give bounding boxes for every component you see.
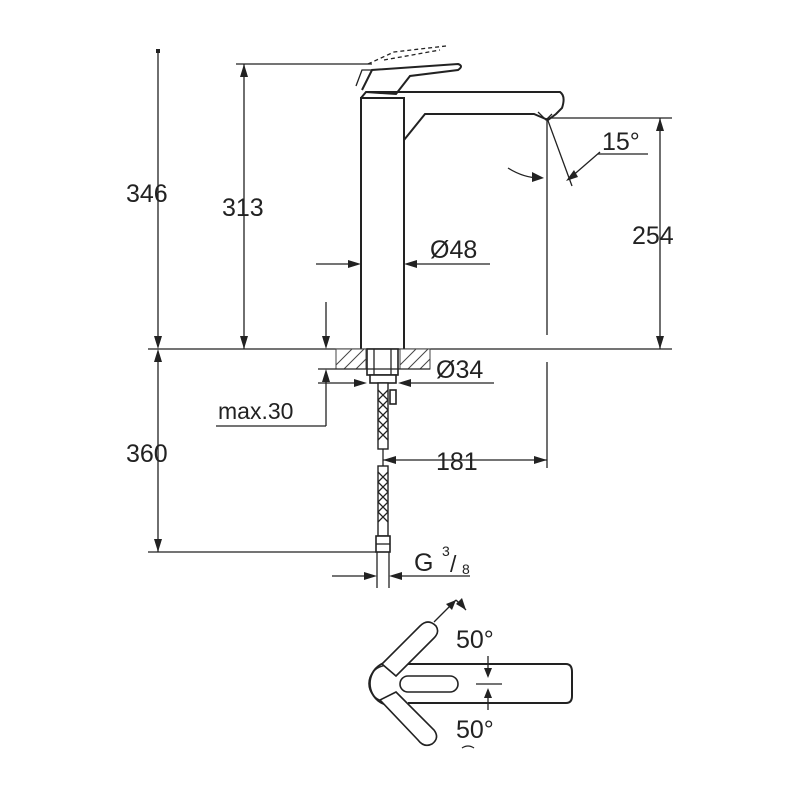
- top-lever-upper: [380, 621, 439, 678]
- lever-cap: [355, 69, 372, 87]
- faucet-spout: [360, 91, 565, 141]
- faucet-top-view: 50° 50°: [368, 598, 573, 749]
- mounting-nut: [369, 374, 397, 384]
- label-254: 254: [632, 222, 674, 250]
- countertop-section: [335, 348, 431, 370]
- dim-total-height: 346: [126, 49, 168, 349]
- lever-raised-ghost: [367, 45, 447, 65]
- faucet-body: [360, 97, 405, 349]
- label-346: 346: [126, 180, 168, 208]
- label-15-degrees: 15°: [602, 128, 640, 156]
- label-d48: Ø48: [430, 236, 477, 264]
- label-360: 360: [126, 440, 168, 468]
- dim-body-diameter: Ø48: [316, 236, 490, 270]
- faucet-lever: [361, 62, 462, 96]
- dim-spout-reach: 181: [382, 362, 548, 476]
- top-spout: [384, 663, 573, 704]
- dim-outlet-height: 254: [548, 117, 674, 349]
- mounting-shank: [366, 348, 399, 376]
- label-g: G: [414, 549, 433, 577]
- label-d34: Ø34: [436, 356, 483, 384]
- label-313: 313: [222, 194, 264, 222]
- dim-connection-thread: G 3 / 8: [332, 543, 470, 588]
- dim-spout-angle: 15°: [507, 117, 648, 335]
- aerator-outlet: [537, 111, 553, 121]
- label-50-upper: 50°: [456, 626, 494, 654]
- top-lever-slot: [399, 675, 459, 693]
- hose-fitting: [389, 389, 397, 405]
- label-181: 181: [436, 448, 478, 476]
- top-lever-lower: [378, 691, 438, 747]
- dim-spout-height: 313: [222, 63, 372, 349]
- label-fraction-den: 8: [462, 561, 470, 577]
- dim-hole-diameter: Ø34: [318, 356, 494, 387]
- fraction-slash: /: [450, 551, 457, 577]
- dim-max-deck-thickness: max.30: [216, 302, 336, 427]
- label-max30: max.30: [218, 398, 293, 424]
- label-50-lower: 50°: [456, 716, 494, 744]
- label-fraction-num: 3: [442, 543, 450, 559]
- faucet-side-view: [335, 45, 565, 553]
- dim-hose-length: 360: [126, 349, 376, 553]
